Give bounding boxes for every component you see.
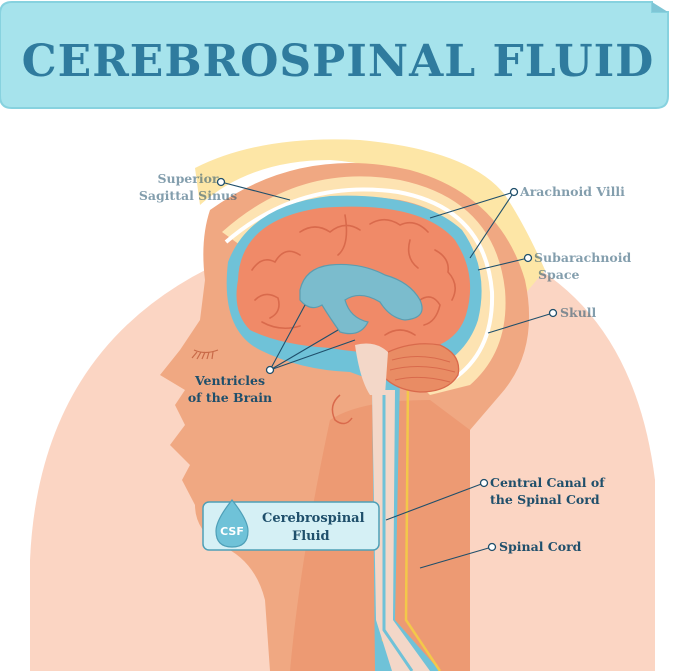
label-skull: Skull xyxy=(560,305,597,320)
label-arachnoid-villi: Arachnoid Villi xyxy=(519,184,625,199)
svg-text:Central Canal of: Central Canal of xyxy=(490,475,606,490)
csf-legend-line-1: Cerebrospinal xyxy=(262,511,365,526)
svg-text:Space: Space xyxy=(538,267,579,282)
svg-text:Superior: Superior xyxy=(157,171,218,186)
csf-legend: CSF Cerebrospinal Fluid xyxy=(203,500,379,550)
csf-badge-text: CSF xyxy=(220,525,244,538)
svg-text:Subarachnoid: Subarachnoid xyxy=(534,250,632,265)
page-title: CEREBROSPINAL FLUID xyxy=(22,36,655,87)
label-spinal-cord: Spinal Cord xyxy=(499,539,582,554)
label-subarachnoid-space: Subarachnoid Space xyxy=(534,250,632,282)
svg-text:of the Brain: of the Brain xyxy=(188,390,272,405)
title-banner: CEREBROSPINAL FLUID xyxy=(0,2,668,108)
csf-legend-line-2: Fluid xyxy=(292,529,330,544)
svg-text:Sagittal Sinus: Sagittal Sinus xyxy=(139,188,237,203)
svg-text:the Spinal Cord: the Spinal Cord xyxy=(490,492,600,507)
svg-text:Ventricles: Ventricles xyxy=(194,373,265,388)
cerebellum xyxy=(382,344,459,392)
